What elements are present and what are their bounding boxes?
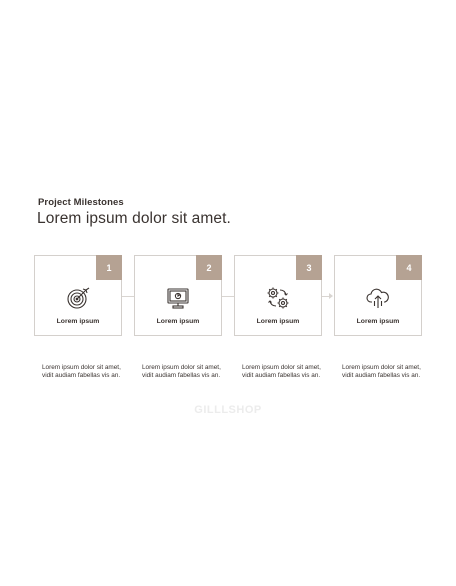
milestone-number-badge: 2: [196, 255, 222, 280]
gears-cycle-icon: [265, 285, 291, 311]
milestone-number-badge: 4: [396, 255, 422, 280]
connector-arrow-icon: [329, 293, 333, 299]
milestone-label: Lorem ipsum: [156, 318, 200, 325]
watermark: GILLLSHOP: [194, 404, 262, 416]
milestone-card-3: 3 Lorem ipsum: [234, 255, 322, 336]
milestone-description: Lorem ipsum dolor sit amet, vidit audiam…: [342, 364, 421, 380]
target-icon: [65, 285, 91, 311]
milestone-card-2: 2 Lorem ipsum: [134, 255, 222, 336]
connector-line: [122, 296, 134, 297]
monitor-icon: [165, 285, 191, 311]
milestone-description: Lorem ipsum dolor sit amet, vidit audiam…: [142, 364, 221, 380]
slide-headline: Lorem ipsum dolor sit amet.: [37, 210, 231, 227]
connector-line: [322, 296, 330, 297]
milestone-card-4: 4 Lorem ipsum: [334, 255, 422, 336]
milestone-description: Lorem ipsum dolor sit amet, vidit audiam…: [42, 364, 121, 380]
milestone-label: Lorem ipsum: [356, 318, 400, 325]
cloud-upload-icon: [365, 285, 391, 311]
connector-line: [222, 296, 234, 297]
milestone-label: Lorem ipsum: [256, 318, 300, 325]
milestone-card-1: 1 Lorem ipsum: [34, 255, 122, 336]
milestone-number-badge: 1: [96, 255, 122, 280]
milestone-number-badge: 3: [296, 255, 322, 280]
milestone-label: Lorem ipsum: [56, 318, 100, 325]
milestone-description: Lorem ipsum dolor sit amet, vidit audiam…: [242, 364, 321, 380]
section-label: Project Milestones: [38, 197, 124, 208]
